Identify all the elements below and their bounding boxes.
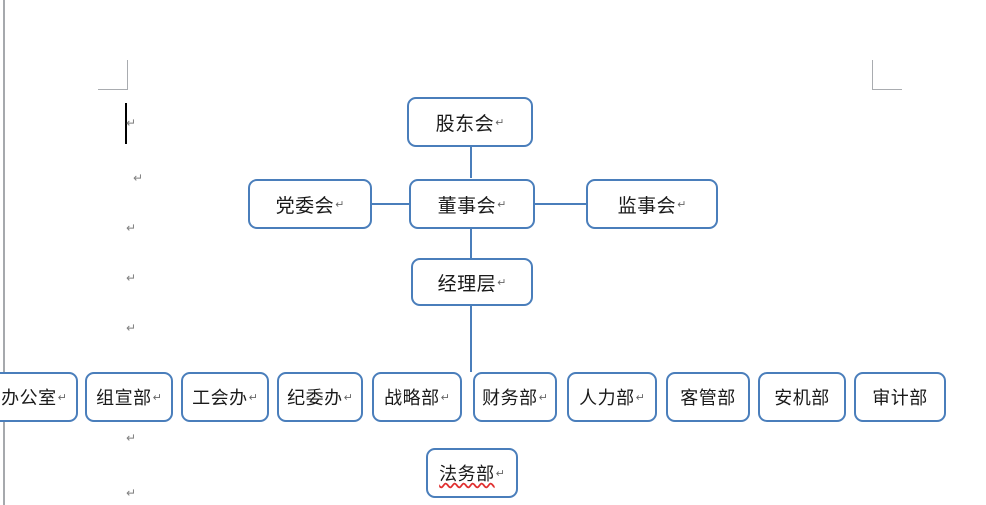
paragraph-mark: ↵: [126, 486, 137, 500]
paragraph-mark: ↵: [126, 271, 137, 285]
node-shareholders-meeting[interactable]: 股东会 ↵: [407, 97, 533, 147]
return-mark: ↵: [57, 390, 67, 404]
paragraph-mark: ↵: [126, 221, 137, 235]
node-label: 纪委办: [287, 388, 343, 408]
paragraph-mark: ↵: [126, 321, 137, 335]
node-label: 工会办: [192, 388, 248, 408]
node-board-of-supervisors[interactable]: 监事会 ↵: [586, 179, 718, 229]
node-department-human-resources[interactable]: 人力部 ↵: [567, 372, 657, 422]
node-department-audit[interactable]: 审计部: [854, 372, 946, 422]
node-department-finance[interactable]: 财务部 ↵: [473, 372, 557, 422]
return-mark: ↵: [152, 390, 162, 404]
paragraph-mark: ↵: [126, 431, 137, 445]
text-caret: [125, 103, 127, 144]
node-label: 办公室: [1, 388, 57, 408]
node-label: 人力部: [579, 388, 635, 408]
return-mark: ↵: [497, 275, 507, 289]
node-management-layer[interactable]: 经理层 ↵: [411, 258, 533, 306]
connector-shareholders-to-board: [470, 146, 472, 178]
node-department-customer-management[interactable]: 客管部: [666, 372, 750, 422]
connector-board-to-party-committee: [372, 203, 412, 205]
margin-corner-mark-top-left: [98, 60, 128, 90]
node-label: 法务部: [439, 464, 495, 484]
node-department-strategy[interactable]: 战略部 ↵: [372, 372, 462, 422]
return-mark: ↵: [343, 390, 353, 404]
paragraph-mark: ↵: [133, 171, 144, 185]
return-mark: ↵: [495, 466, 505, 480]
node-department-office[interactable]: 办公室 ↵: [0, 372, 78, 422]
node-label: 组宣部: [96, 388, 152, 408]
connector-management-to-departments: [470, 305, 472, 372]
paragraph-mark: ↵: [126, 116, 137, 130]
return-mark: ↵: [440, 390, 450, 404]
return-mark: ↵: [635, 390, 645, 404]
node-board-of-directors[interactable]: 董事会 ↵: [409, 179, 535, 229]
page-edge-line: [3, 0, 5, 505]
node-department-organization-propaganda[interactable]: 组宣部 ↵: [85, 372, 173, 422]
return-mark: ↵: [248, 390, 258, 404]
node-label: 审计部: [872, 388, 928, 408]
node-department-labor-union[interactable]: 工会办 ↵: [181, 372, 269, 422]
return-mark: ↵: [538, 390, 548, 404]
node-department-legal-affairs[interactable]: 法务部 ↵: [426, 448, 518, 498]
node-label: 客管部: [680, 388, 736, 408]
node-label: 董事会: [437, 195, 497, 217]
return-mark: ↵: [495, 115, 505, 129]
node-department-discipline-inspection[interactable]: 纪委办 ↵: [277, 372, 363, 422]
node-party-committee[interactable]: 党委会 ↵: [248, 179, 372, 229]
return-mark: ↵: [677, 197, 687, 211]
node-label: 安机部: [774, 388, 830, 408]
connector-board-to-supervisors: [534, 203, 586, 205]
node-label: 经理层: [437, 273, 497, 295]
node-label: 党委会: [275, 195, 335, 217]
return-mark: ↵: [497, 197, 507, 211]
margin-corner-mark-top-right: [872, 60, 902, 90]
node-label: 股东会: [435, 113, 495, 135]
node-label: 财务部: [482, 388, 538, 408]
node-department-safety-equipment[interactable]: 安机部: [758, 372, 846, 422]
return-mark: ↵: [335, 197, 345, 211]
node-label: 战略部: [384, 388, 440, 408]
node-label: 监事会: [617, 195, 677, 217]
connector-board-to-management: [470, 229, 472, 261]
